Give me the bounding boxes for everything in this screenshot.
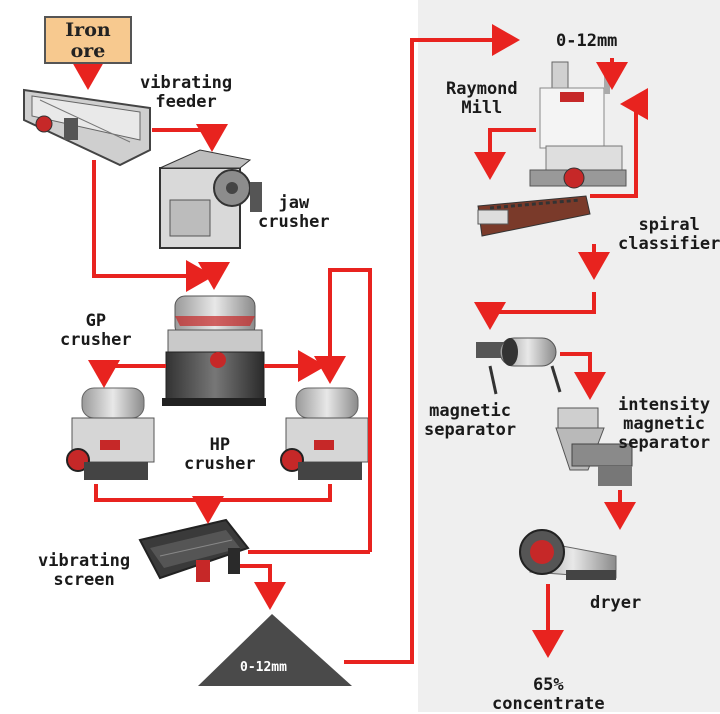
arrow-hp-right-join — [208, 484, 332, 502]
label-raymond-mill: Raymond Mill — [446, 79, 518, 118]
arrow-screen-to-pile — [240, 564, 286, 610]
label-hp-crusher: HP crusher — [184, 435, 256, 474]
vibrating-screen-machine — [138, 518, 250, 582]
hp-crusher-left-machine — [66, 387, 155, 480]
arrow-pile-to-mill — [344, 24, 520, 664]
label-feed-size: 0-12mm — [556, 31, 618, 51]
label-spiral-classifier: spiral classifier — [618, 215, 720, 254]
label-intensity-magnetic-separator: intensity magnetic separator — [618, 395, 711, 453]
label-magnetic-separator: magnetic separator — [424, 401, 517, 440]
arrow-gp-to-hp-left — [88, 360, 166, 388]
arrow-mill-to-classifier — [474, 128, 536, 180]
jaw-crusher-machine — [159, 149, 262, 249]
hp-crusher-right-machine — [280, 387, 369, 480]
label-vibrating-screen: vibrating screen — [38, 551, 131, 590]
dryer-machine — [519, 529, 617, 580]
vibrating-feeder-machine — [23, 88, 151, 167]
label-dryer: dryer — [590, 593, 642, 613]
arrow-feeder-bypass — [92, 160, 214, 292]
label-pile-size: 0-12mm — [240, 660, 287, 675]
label-gp-crusher: GP crusher — [60, 311, 132, 350]
label-jaw-crusher: jaw crusher — [258, 193, 330, 232]
iron-ore-input-box: Iron ore — [44, 16, 132, 64]
label-output-concentrate: 65% concentrate — [492, 675, 605, 714]
arrow-hp-left-to-screen — [94, 484, 224, 524]
arrow-magsep-to-intensity — [560, 352, 606, 400]
flow-arrows — [72, 24, 648, 664]
arrow-recycle-to-hp-right — [314, 268, 372, 552]
arrow-feeder-to-jaw — [152, 124, 228, 152]
label-vibrating-feeder: vibrating feeder — [140, 73, 233, 112]
spiral-classifier-machine — [477, 195, 591, 237]
stockpile-triangle — [198, 614, 352, 686]
arrow-classifier-return — [590, 88, 648, 198]
magnetic-separator-machine — [476, 337, 562, 395]
gp-crusher-machine — [162, 295, 266, 406]
arrow-to-magsep — [474, 292, 596, 330]
intensity-magnetic-separator-machine — [555, 407, 633, 486]
